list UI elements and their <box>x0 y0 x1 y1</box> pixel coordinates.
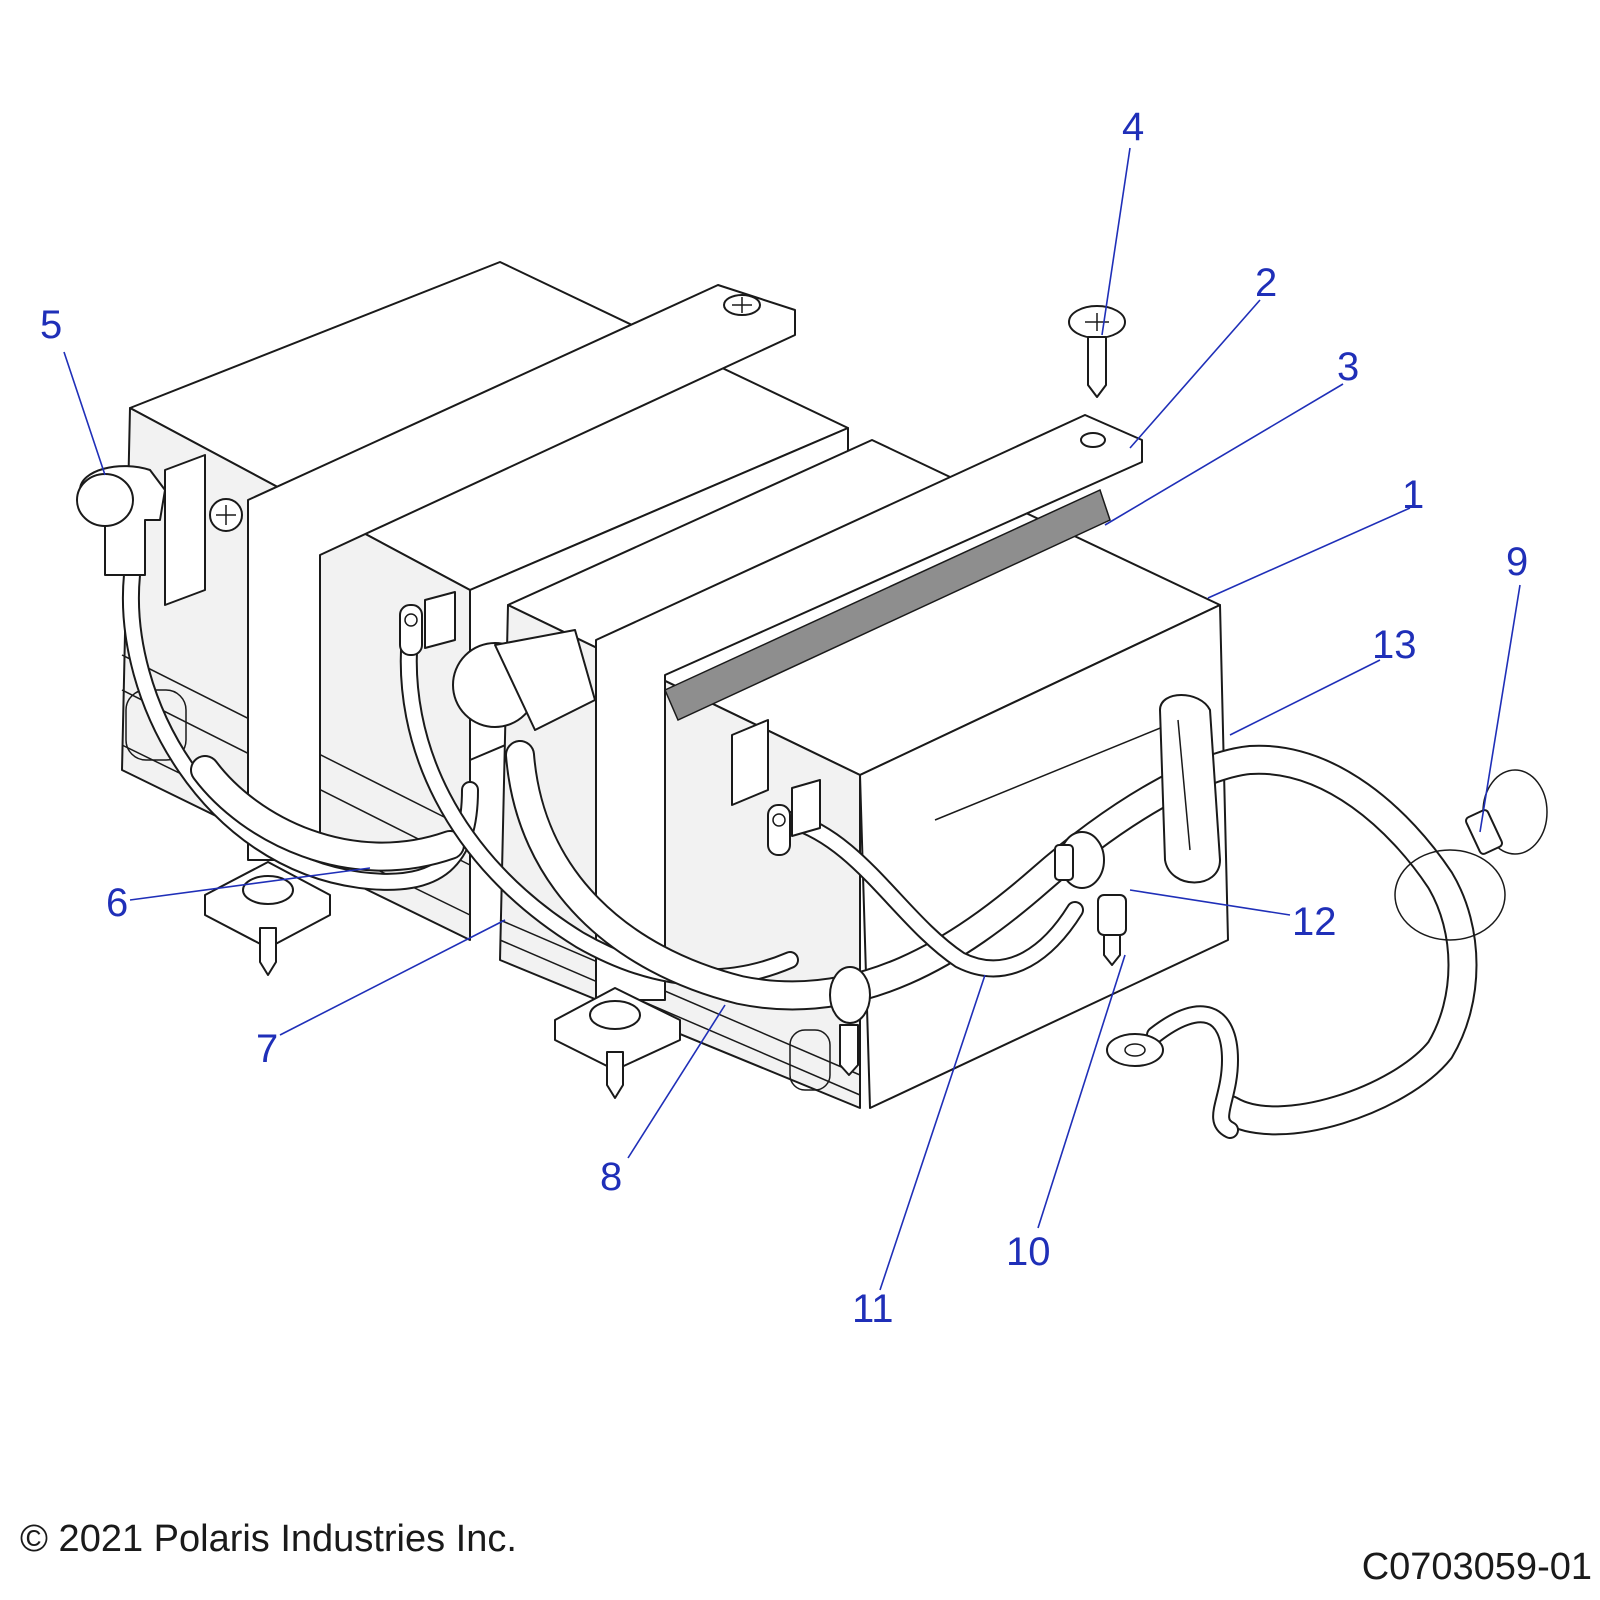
ring-terminal-front <box>767 779 821 856</box>
terminal-bolt <box>1097 894 1127 966</box>
cable-positive-rear <box>121 566 479 891</box>
callout-leaders <box>63 147 1521 1291</box>
bracket-pad <box>664 488 1111 722</box>
screw-top <box>1068 305 1126 398</box>
terminal-boot-center <box>452 629 596 731</box>
callout-3: 3 <box>1337 345 1359 389</box>
cable-retainer <box>1159 694 1221 884</box>
cable-clamp-lower <box>829 966 871 1076</box>
callout-12: 12 <box>1292 900 1337 944</box>
cable-tie <box>1394 769 1548 941</box>
callout-6: 6 <box>106 881 128 925</box>
callout-1: 1 <box>1402 473 1424 517</box>
terminal-boot-left <box>76 465 166 576</box>
callout-7: 7 <box>256 1027 278 1071</box>
figure-id: C0703059-01 <box>1361 1546 1592 1588</box>
callout-labels: 1 2 3 4 5 6 7 8 9 10 11 12 13 <box>40 105 1528 1331</box>
copyright-notice: © 2021 Polaris Industries Inc. <box>20 1518 517 1560</box>
cable-negative <box>781 811 1239 1139</box>
callout-4: 4 <box>1122 105 1144 149</box>
ring-terminal-rear <box>399 591 456 656</box>
mounting-tab-center <box>554 987 681 1099</box>
callout-10: 10 <box>1006 1230 1051 1274</box>
callout-8: 8 <box>600 1155 622 1199</box>
hold-down-bracket-rear <box>247 284 796 861</box>
callout-5: 5 <box>40 303 62 347</box>
cable-clamp-upper <box>1054 831 1105 889</box>
mounting-tab-left <box>204 861 331 976</box>
callout-9: 9 <box>1506 540 1528 584</box>
callout-11: 11 <box>852 1287 894 1331</box>
callout-2: 2 <box>1255 261 1277 305</box>
callout-13: 13 <box>1372 623 1417 667</box>
